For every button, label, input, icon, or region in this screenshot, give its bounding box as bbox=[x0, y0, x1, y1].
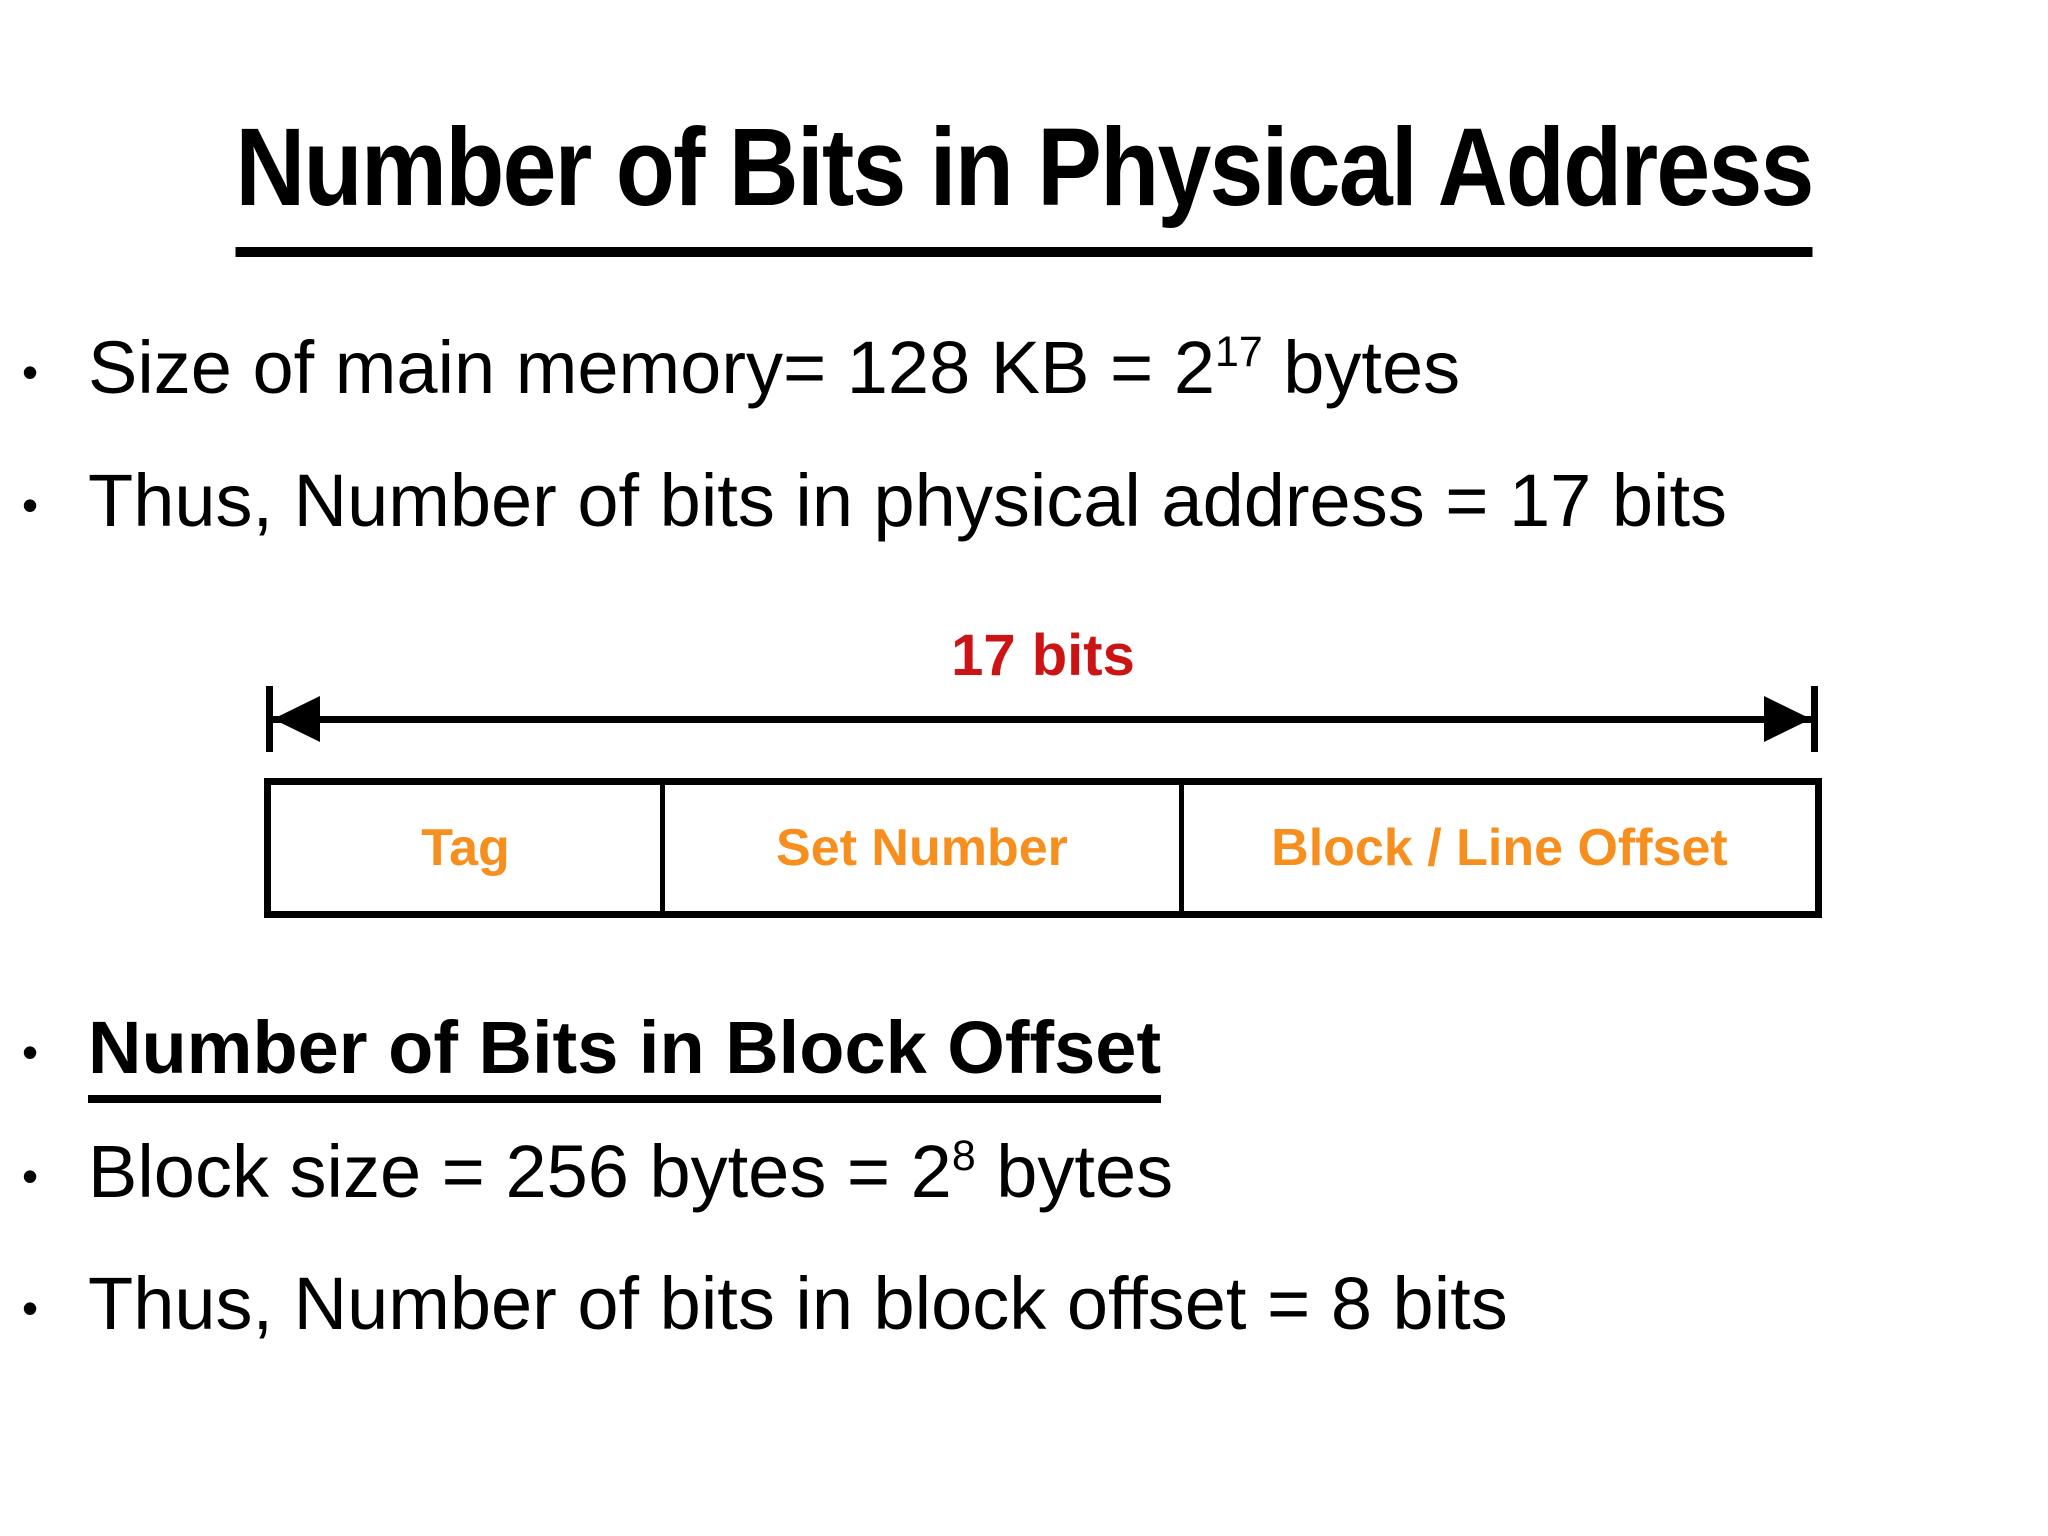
bullet-icon: • bbox=[22, 345, 39, 398]
bullet-text-pre: Block size = 256 bytes = 2 bbox=[88, 1130, 952, 1213]
address-fields-box: Tag Set Number Block / Line Offset bbox=[264, 778, 1822, 918]
bullet-main-memory-size: • Size of main memory= 128 KB = 217 bytes bbox=[22, 322, 2018, 415]
bullet-icon: • bbox=[22, 1149, 39, 1202]
bullet-block-size: • Block size = 256 bytes = 28 bytes bbox=[22, 1126, 2018, 1219]
field-set-number-label: Set Number bbox=[776, 819, 1068, 877]
arrow-shaft bbox=[271, 716, 1813, 723]
field-set-number: Set Number bbox=[660, 785, 1179, 911]
bullet-text: Number of Bits in Block Offset bbox=[88, 1006, 1162, 1103]
bullet-block-offset-bits: • Thus, Number of bits in block offset = … bbox=[22, 1258, 2018, 1351]
arrow-right-tick bbox=[1811, 686, 1818, 752]
double-headed-arrow bbox=[266, 686, 1818, 752]
arrow-right-head-icon bbox=[1764, 696, 1811, 742]
bullet-text: Thus, Number of bits in physical address… bbox=[88, 459, 1728, 542]
bullet-icon: • bbox=[22, 1281, 39, 1334]
bullet-icon: • bbox=[22, 478, 39, 531]
slide-title-text: Number of Bits in Physical Address bbox=[235, 96, 1814, 257]
bullet-block-offset-heading: • Number of Bits in Block Offset bbox=[22, 1002, 2018, 1103]
field-tag-label: Tag bbox=[421, 819, 510, 877]
bullet-text: Size of main memory= 128 KB = 217 bytes bbox=[88, 326, 1460, 409]
field-block-line-offset-label: Block / Line Offset bbox=[1271, 819, 1728, 877]
slide-title: Number of Bits in Physical Address bbox=[123, 96, 1925, 257]
superscript-exponent: 17 bbox=[1214, 328, 1263, 377]
bullet-icon: • bbox=[22, 1025, 39, 1078]
bullet-text: Block size = 256 bytes = 28 bytes bbox=[88, 1130, 1173, 1213]
bullet-text-post: bytes bbox=[975, 1130, 1174, 1213]
bullet-text-pre: Size of main memory= 128 KB = 2 bbox=[88, 326, 1215, 409]
bullet-physical-address-bits: • Thus, Number of bits in physical addres… bbox=[22, 455, 2018, 548]
arrow-left-tick bbox=[266, 686, 273, 752]
superscript-exponent: 8 bbox=[951, 1132, 976, 1181]
bits-width-label: 17 bits bbox=[951, 623, 1135, 688]
field-block-line-offset: Block / Line Offset bbox=[1178, 785, 1815, 911]
field-tag: Tag bbox=[271, 785, 660, 911]
arrow-left-head-icon bbox=[273, 696, 320, 742]
bullet-text: Thus, Number of bits in block offset = 8… bbox=[88, 1262, 1508, 1345]
bullet-text-post: bytes bbox=[1262, 326, 1461, 409]
